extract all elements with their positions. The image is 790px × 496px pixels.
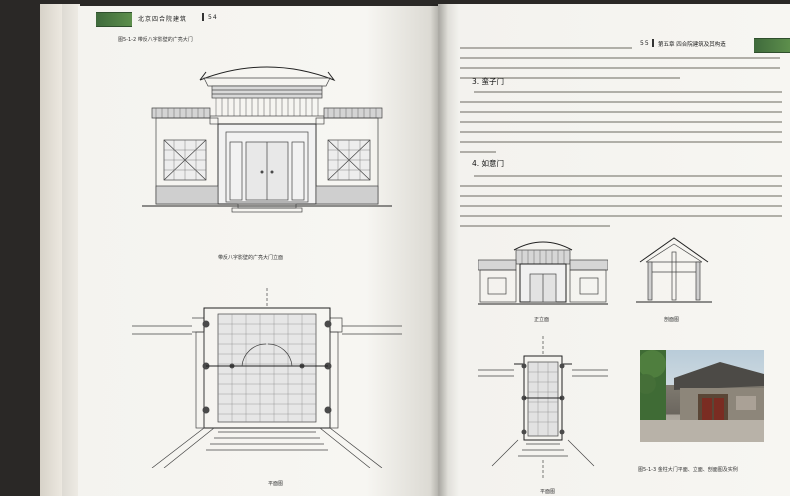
left-figure-caption: 图5-1-2 带反八字影壁的广亮大门 [118,37,193,43]
book-cover-left [40,4,62,496]
section-heading-ruyimen: 4. 如意门 [472,159,505,168]
paragraph-intro [460,47,780,79]
paragraph-ruyimen [460,175,782,227]
section-drawing [636,237,712,303]
left-page-number: 54 [208,14,218,21]
right-header-banner [754,38,790,53]
paragraph-manzimen [460,91,782,153]
section-heading-manzimen: 3. 蛮子门 [472,77,505,86]
gate-elevation-drawing [142,66,392,213]
front-elevation-drawing [478,241,608,305]
left-header-divider [202,13,204,21]
right-plan-caption: 平面图 [540,489,556,495]
gate-photo-content [640,350,764,442]
front-elevation-caption: 正立面 [534,317,550,323]
right-plan-drawing [478,336,608,480]
right-page-number: 55 [640,40,650,47]
section-caption: 剖面图 [664,317,680,323]
right-page: 55 第五章 四合院建筑及其构造 3. 蛮子门 4. 如意门 [438,4,790,496]
gate-photo [640,350,764,442]
right-header-divider [652,39,654,47]
left-header-title: 北京四合院建筑 [138,16,188,23]
book-spine-shadow [430,4,448,496]
left-page: 北京四合院建筑 54 图5-1-2 带反八字影壁的广亮大门 [78,6,438,496]
right-figure-caption: 图5-1-3 金柱大门平面、立面、剖面图及实例 [638,467,738,473]
right-chapter-header: 第五章 四合院建筑及其构造 [658,42,726,48]
gate-plan-drawing [132,288,402,468]
left-plan-caption: 平面图 [268,481,284,487]
left-elevation-caption: 带反八字影壁的广亮大门立面 [218,255,284,261]
left-header-banner [96,12,132,27]
